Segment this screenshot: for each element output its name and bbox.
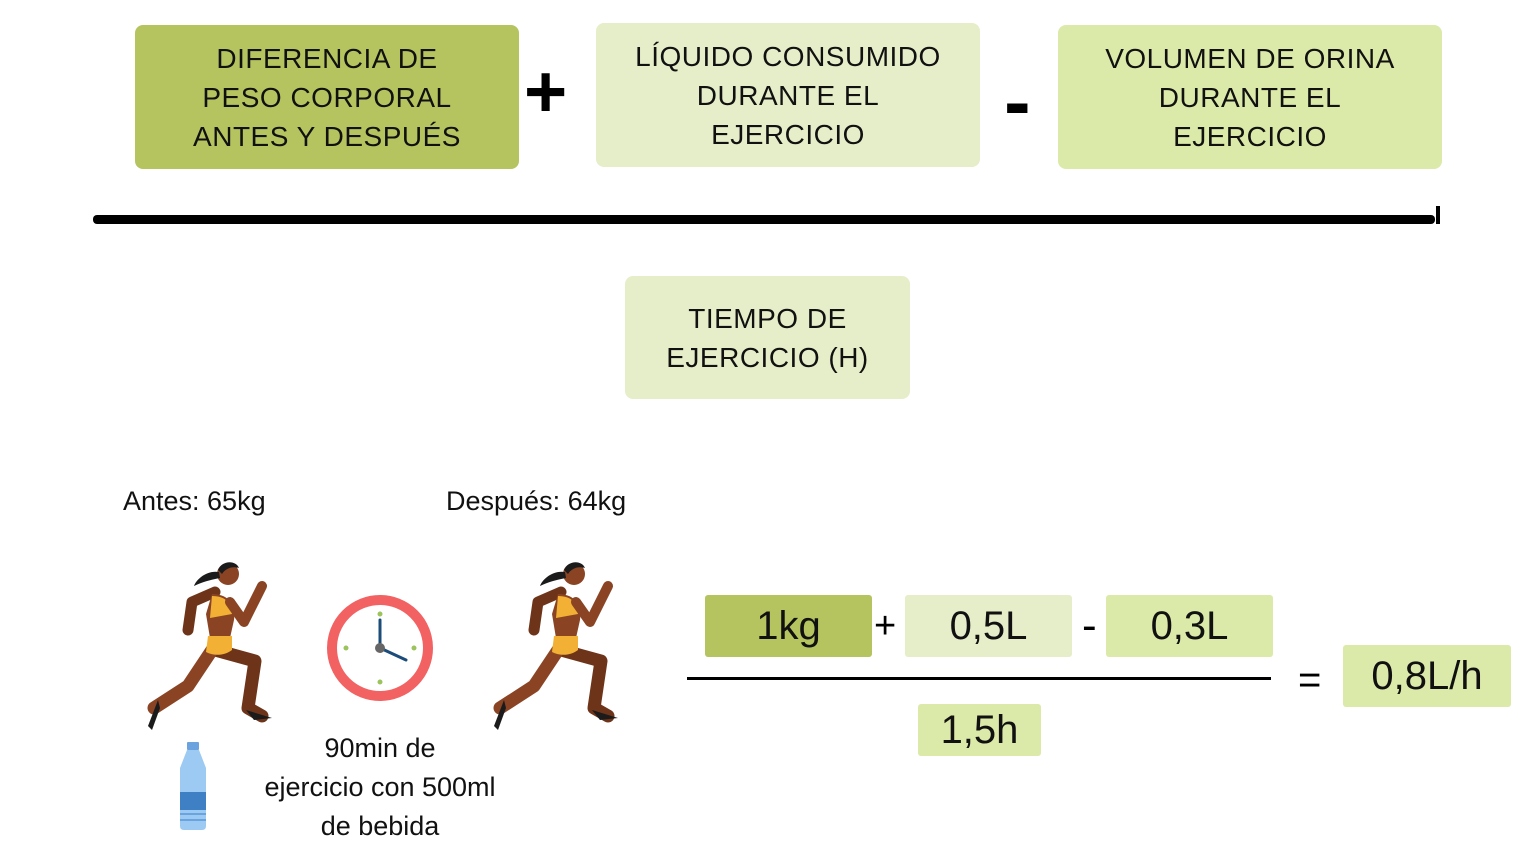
plus-operator: + (524, 50, 568, 133)
fraction-bar (93, 215, 1435, 224)
clock-icon (327, 595, 433, 701)
example-minus-operator: - (1082, 601, 1097, 650)
value-exercise-time: 1,5h (918, 704, 1041, 756)
exercise-note: 90min de ejercicio con 500ml de bebida (264, 733, 496, 841)
example-plus-operator: + (874, 605, 897, 647)
equals-operator: = (1298, 658, 1322, 702)
runner-before-icon (147, 562, 272, 730)
term-urine-volume: VOLUMEN DE ORINA DURANTE EL EJERCICIO (1058, 25, 1442, 169)
fraction-bar-end (1436, 206, 1440, 224)
minus-operator: - (1004, 57, 1031, 146)
term-weight-difference: DIFERENCIA DE PESO CORPORAL ANTES Y DESP… (135, 25, 519, 169)
runner-after-icon (493, 562, 618, 730)
term-exercise-time: TIEMPO DE EJERCICIO (H) (625, 276, 910, 399)
term-fluid-consumed: LÍQUIDO CONSUMIDO DURANTE EL EJERCICIO (596, 23, 980, 167)
result-sweat-rate: 0,8L/h (1343, 645, 1511, 707)
value-weight-difference: 1kg (705, 595, 872, 657)
weight-after-label: Después: 64kg (446, 486, 627, 516)
water-bottle-icon (180, 742, 206, 830)
value-fluid-consumed: 0,5L (905, 595, 1072, 657)
example-fraction-bar (687, 677, 1271, 680)
weight-before-label: Antes: 65kg (123, 486, 266, 516)
value-urine-volume: 0,3L (1106, 595, 1273, 657)
